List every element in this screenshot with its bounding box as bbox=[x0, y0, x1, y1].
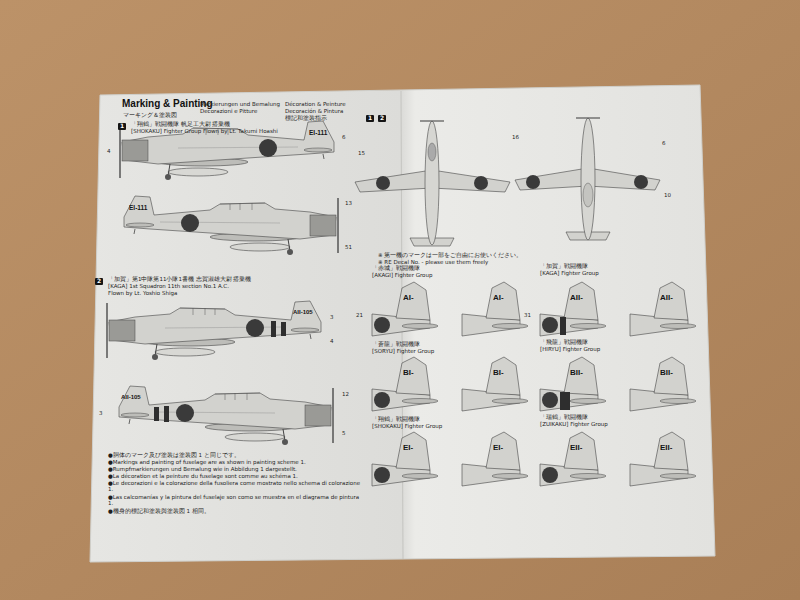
callout-number: 6 bbox=[342, 134, 346, 140]
note-text: ※ 第一機のマークは一部をご自由にお使いください。 bbox=[378, 252, 522, 258]
group-caption: [ZUIKAKU] Fighter Group bbox=[540, 421, 608, 427]
note-text: ●胴体のマーク及び塗装は塗装図 1 と同じです。 bbox=[108, 452, 363, 458]
group-caption: [HIRYU] Fighter Group bbox=[540, 346, 600, 352]
note-text: ●Las calcomanías y la pintura del fusela… bbox=[108, 494, 363, 507]
callout-number: 13 bbox=[345, 200, 352, 206]
scheme-number: 2 bbox=[95, 278, 103, 285]
aircraft-profile bbox=[120, 121, 334, 180]
callout-number: 3 bbox=[99, 410, 103, 416]
sheet-title: Marking & Painting bbox=[122, 98, 213, 110]
scheme-caption: [KAGA] 1st Squadron 11th section No.1 A.… bbox=[108, 283, 229, 289]
callout-number: 4 bbox=[330, 338, 334, 344]
aircraft-profile bbox=[124, 196, 338, 255]
group-caption: 「飛龍」戦闘機隊 bbox=[540, 339, 588, 345]
callout-number: 15 bbox=[358, 150, 365, 156]
tail-views bbox=[372, 282, 696, 486]
plan-view-top bbox=[355, 121, 510, 246]
callout-number: 31 bbox=[524, 312, 531, 318]
callout-number: 6 bbox=[662, 140, 666, 146]
callout-number: 10 bbox=[664, 192, 671, 198]
callout-number: 21 bbox=[356, 312, 363, 318]
tail-code: EI-111 bbox=[129, 204, 147, 211]
group-caption: 「蒼龍」戦闘機隊 bbox=[372, 341, 420, 347]
tail-code: AII- bbox=[660, 293, 673, 302]
scheme-caption: 「加賀」第1中隊第11小隊1番機 志賀淑雄大尉 搭乗機 bbox=[108, 276, 252, 282]
scheme-number: 2 bbox=[378, 115, 386, 122]
group-caption: [KAGA] Fighter Group bbox=[540, 270, 599, 276]
side-views bbox=[107, 121, 338, 445]
tail-code: BI- bbox=[493, 368, 504, 377]
note-text: ※ RE Decal No. - please use them freely bbox=[378, 259, 488, 265]
scheme-caption: Flown by Lt. Yoshio Shiga bbox=[108, 290, 177, 296]
plan-view-bottom bbox=[515, 118, 660, 240]
callout-number: 4 bbox=[107, 148, 111, 154]
subtitle: マーキング＆塗装図 bbox=[123, 112, 177, 118]
callout-number: 3 bbox=[330, 314, 334, 320]
tail-code: AII-105 bbox=[293, 309, 313, 316]
tail-code: EI-111 bbox=[309, 129, 327, 136]
subtitle: 標記和塗装指示 bbox=[285, 115, 327, 121]
group-caption: 「加賀」戦闘機隊 bbox=[540, 263, 588, 269]
scheme-caption: 「翔鶴」戦闘機隊 帆足工大尉 搭乗機 bbox=[131, 121, 231, 127]
tail-code: AII- bbox=[570, 293, 583, 302]
paper-sheet bbox=[90, 85, 715, 562]
subtitle: Decoración & Pintura bbox=[285, 108, 343, 114]
tail-code: AI- bbox=[493, 293, 504, 302]
group-caption: [SHOKAKU] Fighter Group bbox=[372, 423, 442, 429]
fuselage-bands bbox=[154, 406, 169, 422]
subtitle: Markierungen und Bemalung bbox=[200, 101, 280, 107]
tail-code: AII-105 bbox=[121, 394, 141, 401]
tail-code: BII- bbox=[570, 368, 583, 377]
note-text: ●Le decorazioni e la colorazione della f… bbox=[108, 480, 363, 493]
scheme-caption: [SHOKAKU] Fighter Group Flown by Lt. Tak… bbox=[131, 128, 278, 134]
group-caption: 「瑞鶴」戦闘機隊 bbox=[540, 414, 588, 420]
group-caption: 「赤城」戦闘機隊 bbox=[372, 265, 420, 271]
callout-number: 5 bbox=[342, 430, 346, 436]
aircraft-profile bbox=[107, 301, 321, 360]
aircraft-profile bbox=[119, 386, 333, 445]
tail-code: EII- bbox=[660, 443, 672, 452]
note-text: ●La décoration et la peinture du fuselag… bbox=[108, 473, 363, 479]
tail-code: BII- bbox=[660, 368, 673, 377]
tail-code: EII- bbox=[570, 443, 582, 452]
subtitle: Decorazioni e Pitture bbox=[200, 108, 257, 114]
scheme-number: 1 bbox=[118, 123, 126, 130]
fuselage-bands bbox=[271, 321, 286, 337]
tail-code: EI- bbox=[403, 443, 413, 452]
callout-number: 16 bbox=[512, 134, 519, 140]
subtitle: Décoration & Peinture bbox=[285, 101, 346, 107]
note-text: ●Rumpfmarkierungen und Bemalung wie in A… bbox=[108, 466, 363, 472]
note-text: ●機身的標記和塗装與塗装図 1 相同。 bbox=[108, 508, 363, 514]
scheme-number: 1 bbox=[366, 115, 374, 122]
group-caption: [SORYU] Fighter Group bbox=[372, 348, 434, 354]
callout-number: 12 bbox=[342, 391, 349, 397]
callout-number: 51 bbox=[345, 244, 352, 250]
note-text: ●Markings and painting of fuselage are a… bbox=[108, 459, 363, 465]
tail-code: AI- bbox=[403, 293, 414, 302]
group-caption: 「翔鶴」戦闘機隊 bbox=[372, 416, 420, 422]
tail-code: BI- bbox=[403, 368, 414, 377]
tail-code: EI- bbox=[493, 443, 503, 452]
group-caption: [AKAGI] Fighter Group bbox=[372, 272, 432, 278]
